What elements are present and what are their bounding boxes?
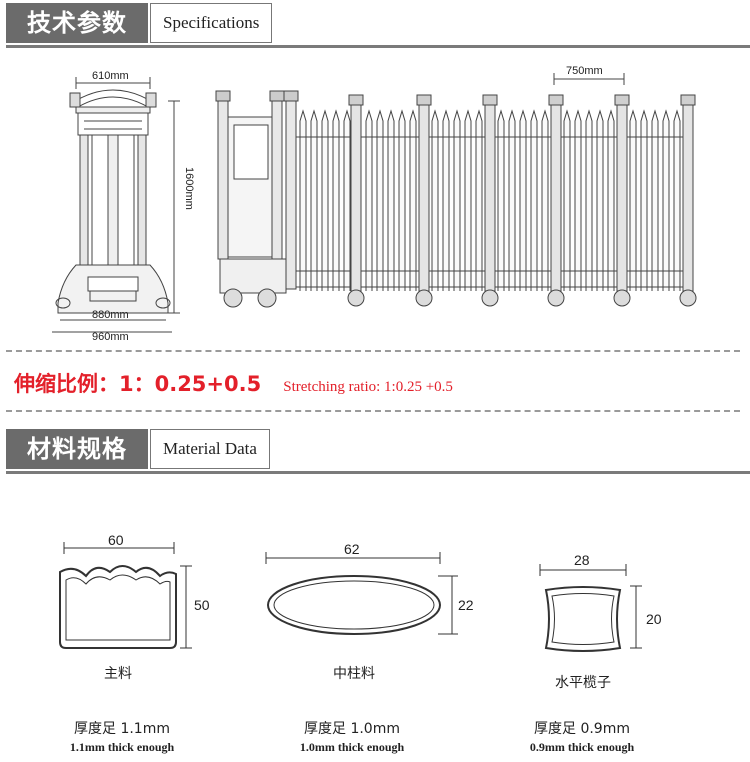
fence-picket (343, 109, 351, 291)
main-thickness-cn: 厚度足 1.1mm (74, 721, 170, 737)
fence-picket (530, 109, 538, 291)
fence-picket (365, 109, 373, 291)
fence-wheel (547, 289, 565, 307)
fence-picket (376, 109, 384, 291)
gate-front-view (215, 90, 299, 308)
fence-picket (662, 109, 670, 291)
mid-post-thickness-en: 1.0mm thick enough (299, 740, 405, 754)
fence-picket (651, 109, 659, 291)
rail-thickness: 厚度足 0.9mm 0.9mm thick enough (500, 718, 664, 755)
material-title-en: Material Data (150, 429, 270, 469)
fence-post (682, 104, 694, 292)
fence-picket (409, 109, 417, 291)
fence-picket (497, 109, 505, 291)
fence-picket (563, 109, 571, 291)
stretching-ratio: 伸缩比例：1：0.25+0.5 Stretching ratio: 1:0.25 … (14, 368, 453, 398)
gate-drawing: 610mm 1600mm 880mm 960mm 750mm (52, 65, 697, 343)
dim-segment: 750mm (566, 65, 603, 77)
fence-picket (475, 109, 483, 291)
fence-post-cap (416, 94, 432, 106)
main-height-value: 50 (194, 597, 210, 613)
material-profiles: 60 50 62 22 28 20 (59, 532, 662, 652)
fence-picket (640, 109, 648, 291)
gate-side-view (52, 77, 180, 333)
dim-base-inner: 880mm (92, 309, 129, 321)
fence-picket (310, 109, 318, 291)
material-title-cn: 材料规格 (6, 429, 148, 469)
main-thickness-en: 1.1mm thick enough (69, 740, 175, 754)
dim-height: 1600mm (183, 167, 195, 210)
profile-main (59, 542, 192, 649)
fence-picket (673, 109, 681, 291)
fence-post-cap (680, 94, 696, 106)
fence-picket (332, 109, 340, 291)
profile-horizontal-rail (539, 564, 642, 652)
stretching-ratio-cn: 伸缩比例：1：0.25+0.5 (14, 372, 262, 396)
stretching-ratio-en: Stretching ratio: 1:0.25 +0.5 (283, 379, 453, 395)
fence-picket (508, 109, 516, 291)
main-profile-name: 主料 (68, 663, 168, 683)
mid-post-height-value: 22 (458, 597, 474, 613)
fence-picket (574, 109, 582, 291)
fence-picket (607, 109, 615, 291)
fence-picket (321, 109, 329, 291)
fence-post (418, 104, 430, 292)
fence-picket (387, 109, 395, 291)
fence-picket (464, 109, 472, 291)
specifications-header: 技术参数 Specifications (0, 0, 750, 48)
rail-thickness-en: 0.9mm thick enough (529, 740, 635, 754)
fence-wheel (613, 289, 631, 307)
fence-wheel (679, 289, 697, 307)
mid-post-thickness: 厚度足 1.0mm 1.0mm thick enough (270, 718, 434, 755)
fence-wheel (347, 289, 365, 307)
fence-picket (398, 109, 406, 291)
fence-wheel (481, 289, 499, 307)
fence-picket (585, 109, 593, 291)
mid-post-name: 中柱料 (304, 663, 404, 683)
fence-picket (519, 109, 527, 291)
header-rule (6, 45, 750, 48)
fence-picket (299, 109, 307, 291)
fence-post-cap (482, 94, 498, 106)
fence-post (484, 104, 496, 292)
fence-post-cap (614, 94, 630, 106)
main-thickness: 厚度足 1.1mm 1.1mm thick enough (40, 718, 204, 755)
mid-post-thickness-cn: 厚度足 1.0mm (304, 721, 400, 737)
divider-dashed-bottom (6, 410, 740, 412)
rail-height-value: 20 (646, 611, 662, 627)
fence-post-cap (548, 94, 564, 106)
specifications-title-cn: 技术参数 (6, 3, 148, 43)
fence-picket (442, 109, 450, 291)
dim-base-outer: 960mm (92, 331, 129, 343)
fence-picket (453, 109, 461, 291)
material-header: 材料规格 Material Data (0, 426, 750, 474)
fence-post (616, 104, 628, 292)
rail-name: 水平榄子 (533, 672, 633, 692)
fence-picket (541, 109, 549, 291)
fence-picket (629, 109, 637, 291)
mid-post-width-value: 62 (344, 541, 360, 557)
fence-post (550, 104, 562, 292)
rail-name-text: 水平榄子 (555, 675, 611, 691)
fence-picket (431, 109, 439, 291)
fence-post (350, 104, 362, 292)
dim-top-width: 610mm (92, 70, 129, 82)
rail-width-value: 28 (574, 552, 590, 568)
fence-post-cap (348, 94, 364, 106)
divider-dashed-top (6, 350, 740, 352)
header-rule (6, 471, 750, 474)
mid-post-name-text: 中柱料 (333, 666, 375, 682)
fence-picket (596, 109, 604, 291)
main-profile-name-text: 主料 (104, 666, 132, 682)
fence-wheel (415, 289, 433, 307)
profile-mid-post (265, 552, 458, 635)
rail-thickness-cn: 厚度足 0.9mm (534, 721, 630, 737)
main-width-value: 60 (108, 532, 124, 548)
specifications-title-en: Specifications (150, 3, 273, 43)
